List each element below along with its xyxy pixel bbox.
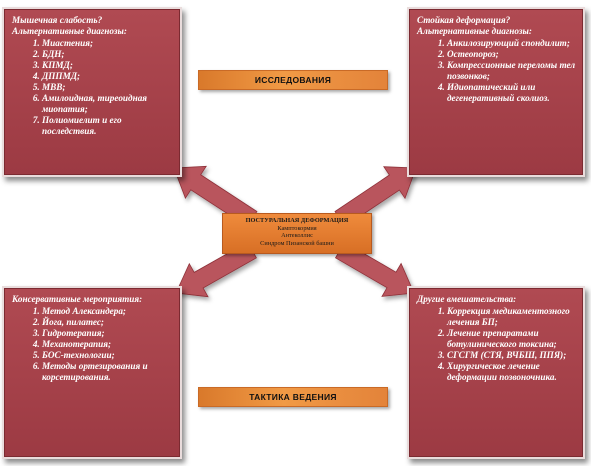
research-banner-label: ИССЛЕДОВАНИЯ [254,75,332,85]
list-item: СГСГМ (СТЯ, ВЧБШ, ППЯ); [447,350,577,361]
deformity-title: Стойкая деформация? [417,15,511,25]
deformity-alternatives-box: Стойкая деформация? Альтернативные диагн… [407,7,585,177]
interventions-list: Коррекция медикаментозного лечения БП; Л… [417,306,577,383]
weakness-diagnosis-list: Миастения; БДН; КПМД; ДППМД; МВВ; Амилои… [12,38,174,137]
list-item: ДППМД; [42,71,174,82]
arrow-to-conservative-box [175,241,257,298]
list-item: БДН; [42,49,174,60]
list-item: Лечение препаратами ботулинического токс… [447,328,577,350]
list-item: Анкилозирующий спондилит; [447,38,577,49]
arrow-to-deformity-box [334,166,417,228]
weakness-alternatives-box: Мышечная слабость? Альтернативные диагно… [2,7,182,177]
list-item: Коррекция медикаментозного лечения БП; [447,306,577,328]
weakness-title: Мышечная слабость? [12,15,103,25]
center-title: ПОСТУРАЛЬНАЯ ДЕФОРМАЦИЯ [245,217,349,224]
conservative-title: Консервативные мероприятия: [12,294,143,304]
center-line-pisa-syndrome: Синдром Пизанской башни [260,239,334,247]
interventions-title: Другие вмешательства: [417,294,517,304]
postural-deformity-center-box: ПОСТУРАЛЬНАЯ ДЕФОРМАЦИЯ Камптокормия Ант… [222,213,372,254]
conservative-measures-box: Консервативные мероприятия: Метод Алекса… [2,286,182,459]
list-item: Методы ортезирования и корсетирования. [42,361,174,383]
list-item: Полиомиелит и его последствия. [42,115,174,137]
center-line-antecollis: Антеколлис [281,232,313,240]
tactics-banner: ТАКТИКА ВЕДЕНИЯ [198,387,388,407]
list-item: Йога, пилатес; [42,317,174,328]
list-item: Хирургическое лечение деформации позвоно… [447,361,577,383]
center-line-camptocormia: Камптокормия [277,224,317,232]
deformity-subtitle: Альтернативные диагнозы: [417,26,532,36]
list-item: Метод Александера; [42,306,174,317]
conservative-list: Метод Александера; Йога, пилатес; Гидрот… [12,306,174,383]
research-banner: ИССЛЕДОВАНИЯ [198,70,388,90]
list-item: Механотерапия; [42,339,174,350]
list-item: МВВ; [42,82,174,93]
list-item: БОС-технологии; [42,350,174,361]
other-interventions-box: Другие вмешательства: Коррекция медикаме… [407,286,585,459]
list-item: Амилоидная, тиреоидная миопатия; [42,93,174,115]
list-item: Миастения; [42,38,174,49]
list-item: Гидротерапия; [42,328,174,339]
list-item: Остеопороз; [447,49,577,60]
list-item: Компрессионные переломы тел позвонков; [447,60,577,82]
tactics-banner-label: ТАКТИКА ВЕДЕНИЯ [249,392,337,402]
weakness-subtitle: Альтернативные диагнозы: [12,26,127,36]
list-item: Идиопатический или дегенеративный сколио… [447,82,577,104]
deformity-diagnosis-list: Анкилозирующий спондилит; Остеопороз; Ко… [417,38,577,104]
list-item: КПМД; [42,60,174,71]
